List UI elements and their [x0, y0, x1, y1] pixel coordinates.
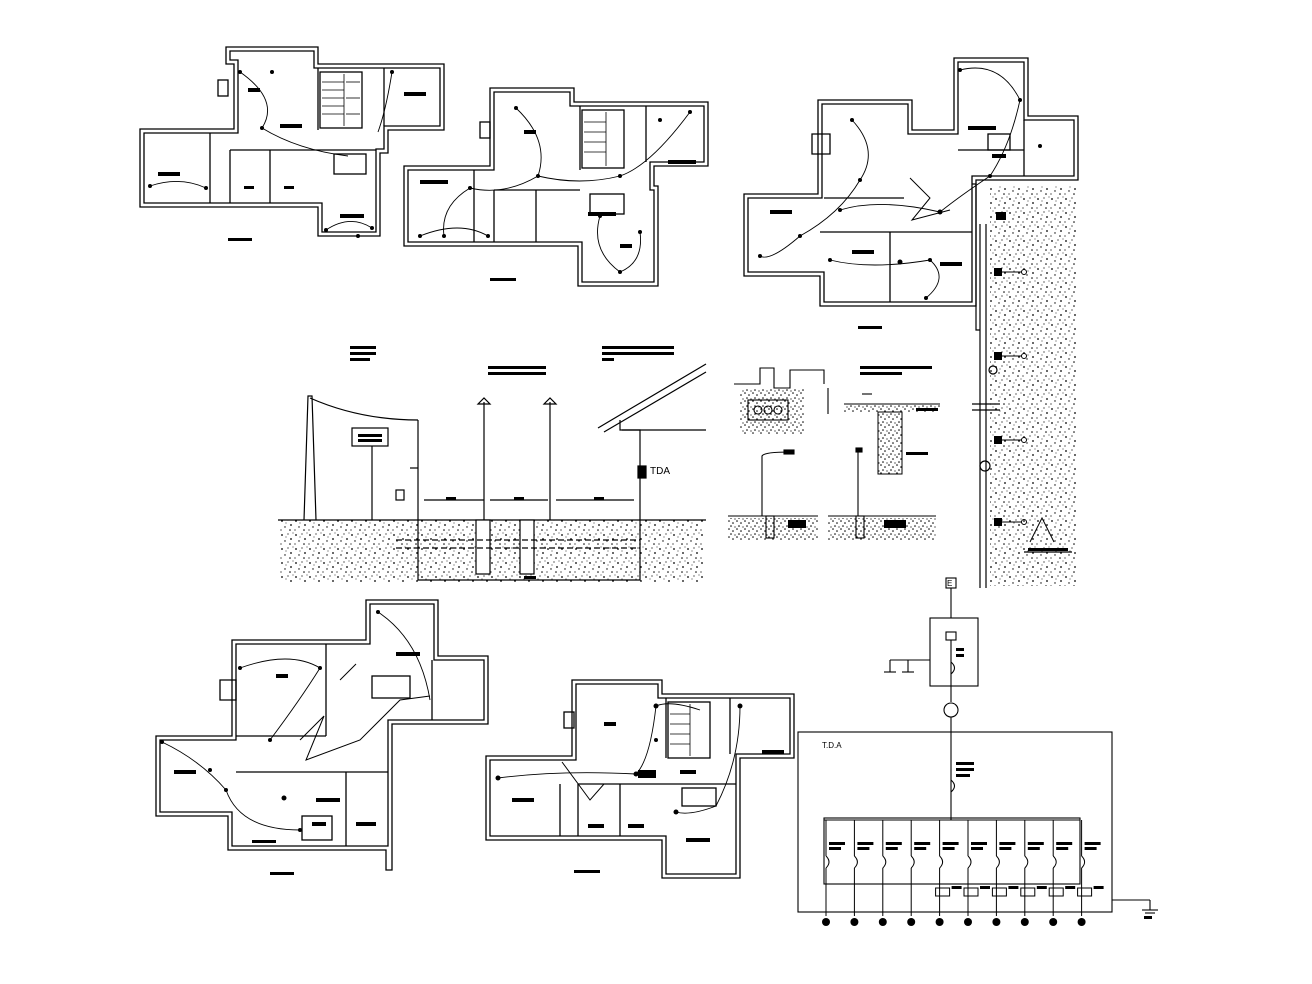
- branch-label: [857, 842, 874, 845]
- branch-terminal: [1020, 918, 1029, 926]
- tda-section-label: TDA: [650, 466, 670, 477]
- branch-label: [885, 847, 898, 850]
- site-plan-strip: [972, 183, 1076, 588]
- plan-captions: [490, 278, 882, 329]
- branch-label: [999, 842, 1016, 845]
- floor-plan-2: [403, 87, 709, 287]
- branch-breaker: [967, 855, 972, 869]
- branch-terminal: [822, 918, 830, 926]
- branch-label: [942, 842, 959, 845]
- floor-plan-1: [139, 46, 445, 241]
- floor-plan-5: [485, 679, 795, 879]
- branch-label: [1065, 886, 1076, 889]
- meter-letter: E: [947, 579, 952, 588]
- single-line-diagram: [797, 577, 1158, 914]
- rcd-box: [991, 887, 1007, 897]
- branch-label: [829, 842, 845, 845]
- branch-terminal: [1077, 918, 1086, 926]
- single-line-labels: [956, 648, 1152, 919]
- rcd-box: [1048, 887, 1064, 897]
- branch-terminal: [964, 918, 972, 926]
- rcd-box: [1020, 887, 1036, 897]
- branch-label: [1084, 847, 1097, 850]
- rcd-box: [963, 887, 979, 897]
- branch-breaker: [1081, 855, 1086, 869]
- branch-label: [914, 847, 927, 850]
- branch-label: [980, 886, 990, 889]
- branch-label: [951, 886, 962, 889]
- floor-plan-4: [155, 599, 489, 875]
- branch-label: [1027, 847, 1040, 850]
- branch-label: [942, 847, 955, 850]
- branch-breaker: [996, 855, 1000, 869]
- branch-label: [885, 842, 902, 845]
- branch-terminal: [992, 918, 1001, 926]
- branch-breaker: [854, 855, 858, 869]
- branch-label: [857, 847, 870, 850]
- branch-label: [1056, 842, 1073, 845]
- branch-label: [1093, 886, 1104, 889]
- branch-label: [1036, 886, 1047, 889]
- branch-label: [971, 842, 987, 845]
- circuit-branches: [822, 820, 1104, 926]
- branch-breaker: [910, 855, 915, 869]
- branch-terminal: [907, 918, 916, 926]
- tda-panel-label: T.D.A: [822, 741, 842, 750]
- branch-label: [999, 847, 1012, 850]
- branch-label: [1084, 842, 1101, 845]
- branch-terminal: [878, 918, 887, 926]
- branch-label: [1027, 842, 1044, 845]
- branch-breaker: [1024, 855, 1029, 869]
- branch-breaker: [1052, 855, 1057, 869]
- trench-details: [728, 366, 940, 540]
- branch-terminal: [1049, 918, 1058, 926]
- branch-breaker: [939, 855, 944, 869]
- branch-label: [971, 847, 983, 850]
- floor-plan-3: [743, 57, 1079, 329]
- branch-terminal: [935, 918, 944, 926]
- branch-breaker: [882, 855, 887, 869]
- branch-breaker: [825, 855, 830, 869]
- branch-label: [1008, 886, 1019, 889]
- branch-label: [829, 847, 841, 850]
- branch-label: [1056, 847, 1069, 850]
- branch-terminal: [850, 918, 859, 926]
- branch-label: [914, 842, 931, 845]
- rcd-box: [1077, 887, 1093, 897]
- rcd-box: [935, 887, 951, 897]
- street-section: TDA: [278, 346, 707, 582]
